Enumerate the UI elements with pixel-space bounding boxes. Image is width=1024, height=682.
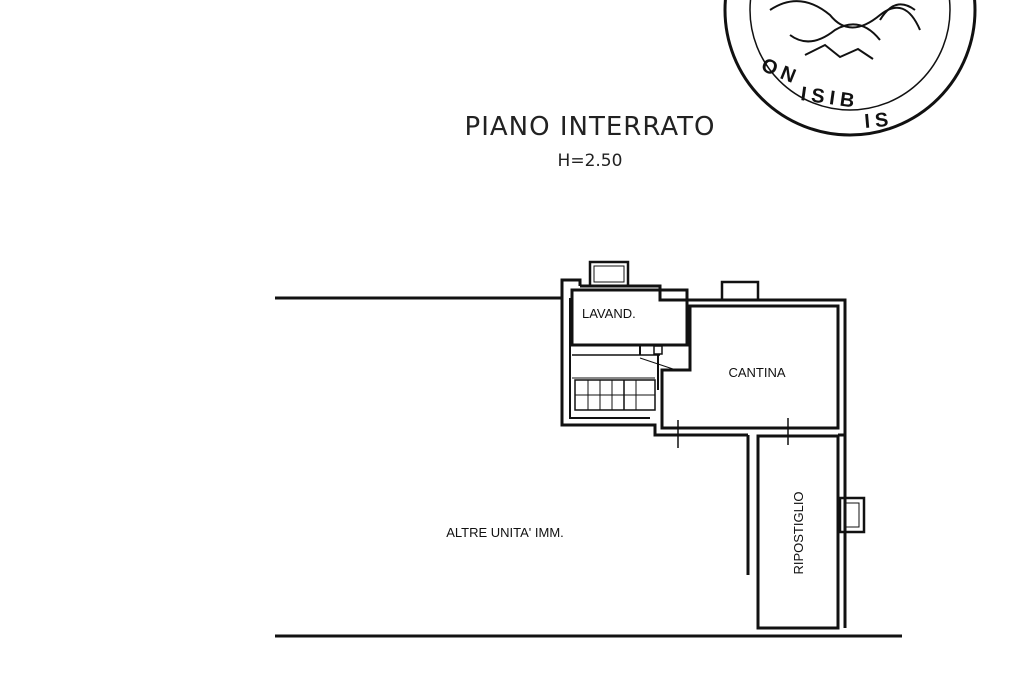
height-label: H=2.50 bbox=[558, 151, 623, 171]
ripostiglio-label: RIPOSTIGLIO bbox=[791, 491, 806, 574]
boundary-lines bbox=[275, 296, 902, 638]
altre-unita-label: ALTRE UNITA' IMM. bbox=[446, 525, 564, 540]
svg-text:ISIB: ISIB bbox=[799, 83, 860, 113]
plan-title: PIANO INTERRATO bbox=[465, 112, 716, 142]
cantina-label: CANTINA bbox=[728, 365, 785, 380]
room-ripostiglio: RIPOSTIGLIO bbox=[756, 434, 840, 630]
staircase bbox=[572, 345, 677, 411]
room-cantina: CANTINA bbox=[660, 304, 840, 448]
window-wells bbox=[588, 260, 866, 534]
svg-text:IS: IS bbox=[864, 109, 895, 133]
exterior-walls bbox=[560, 278, 847, 628]
stamp-lettering: ON bbox=[758, 54, 803, 89]
room-lavand: LAVAND. bbox=[570, 288, 689, 347]
lavand-label: LAVAND. bbox=[582, 306, 636, 321]
stamp-seal: ON ISIB IS bbox=[723, 0, 977, 137]
